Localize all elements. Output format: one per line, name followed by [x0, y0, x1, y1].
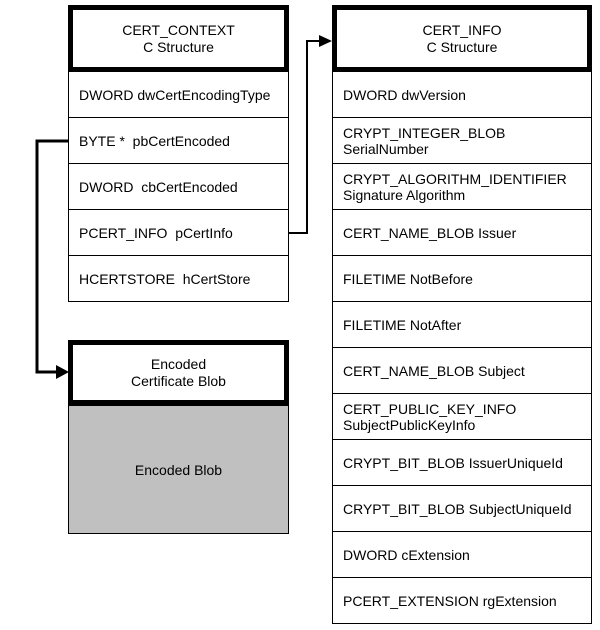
cert-context-header: CERT_CONTEXT C Structure	[68, 5, 289, 72]
cert-info-field-dwversion: DWORD dwVersion	[333, 72, 591, 118]
cert-info-field-issuer: CERT_NAME_BLOB Issuer	[333, 210, 591, 256]
cert-info-field-issueruniqueid: CRYPT_BIT_BLOB IssuerUniqueId	[333, 440, 591, 486]
encoded-blob-header: Encoded Certificate Blob	[68, 340, 289, 405]
cert-context-field-pcertinfo: PCERT_INFO pCertInfo	[69, 210, 288, 256]
cert-info-field-cextension: DWORD cExtension	[333, 532, 591, 578]
pcertinfo-to-certinfo-connector	[289, 40, 320, 234]
cert-info-field-subjectpublickeyinfo: CERT_PUBLIC_KEY_INFO SubjectPublicKeyInf…	[333, 394, 591, 440]
cert-context-field-pbcertencoded: BYTE * pbCertEncoded	[69, 118, 288, 164]
cert-info-field-notbefore: FILETIME NotBefore	[333, 256, 591, 302]
encoded-blob-body: Encoded Blob	[68, 405, 289, 534]
cert-info-field-serialnumber: CRYPT_INTEGER_BLOB SerialNumber	[333, 118, 591, 164]
cert-info-rows: DWORD dwVersion CRYPT_INTEGER_BLOB Seria…	[332, 72, 592, 624]
cert-info-field-subject: CERT_NAME_BLOB Subject	[333, 348, 591, 394]
cert-context-field-cbcertencoded: DWORD cbCertEncoded	[69, 164, 288, 210]
cert-context-rows: DWORD dwCertEncodingType BYTE * pbCertEn…	[68, 72, 289, 302]
cert-context-field-hcertstore: HCERTSTORE hCertStore	[69, 256, 288, 302]
cert-info-field-signaturealgorithm: CRYPT_ALGORITHM_IDENTIFIER Signature Alg…	[333, 164, 591, 210]
pbcertencoded-to-blob-connector	[35, 139, 68, 374]
cert-info-header: CERT_INFO C Structure	[332, 5, 592, 72]
cert-info-field-rgextension: PCERT_EXTENSION rgExtension	[333, 578, 591, 624]
cert-info-field-notafter: FILETIME NotAfter	[333, 302, 591, 348]
cert-info-field-subjectuniqueid: CRYPT_BIT_BLOB SubjectUniqueId	[333, 486, 591, 532]
cert-context-field-dwcertencodingtype: DWORD dwCertEncodingType	[69, 72, 288, 118]
certinfo-arrowhead-icon	[319, 35, 332, 47]
